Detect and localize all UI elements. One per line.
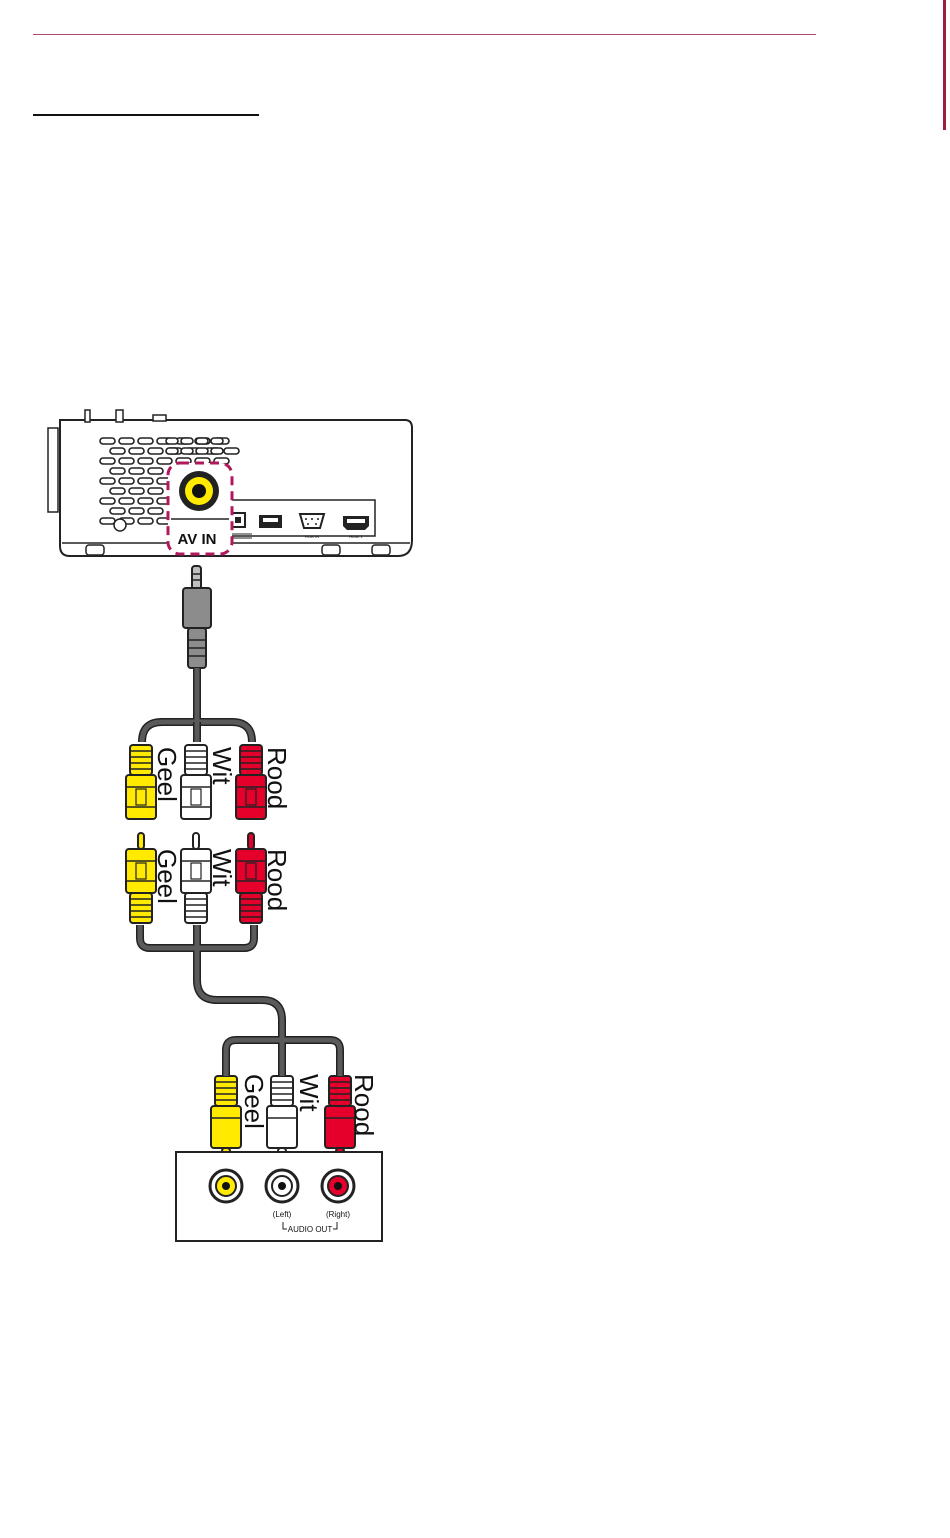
left-label: (Left)	[273, 1210, 292, 1219]
yellow-label-middle: Geel	[152, 849, 182, 904]
vent-hole	[138, 478, 153, 484]
vent-hole	[138, 458, 153, 464]
vent-hole	[148, 448, 163, 454]
vent-hole	[148, 508, 163, 514]
vent-hole	[138, 438, 153, 444]
white-label-middle: Wit	[207, 849, 237, 887]
vent-hole	[119, 458, 134, 464]
av-in-label: AV IN	[178, 531, 217, 548]
rca-plug-white	[181, 745, 211, 819]
rca-plug-red	[236, 833, 266, 923]
rca-plug-yellow	[126, 745, 156, 819]
vent-hole	[196, 438, 208, 444]
rca-plug-red	[236, 745, 266, 819]
vent-hole	[224, 448, 239, 454]
audio-out-label: AUDIO OUT	[288, 1225, 333, 1234]
vent-hole	[100, 518, 115, 524]
vent-hole	[129, 448, 144, 454]
av-device-panel: (Left) (Right) AUDIO OUT	[176, 1152, 382, 1241]
vent-hole	[100, 438, 115, 444]
yellow-label-lower: Geel	[239, 1074, 269, 1129]
red-label-middle: Rood	[262, 849, 292, 911]
vent-hole	[100, 458, 115, 464]
vent-hole	[100, 498, 115, 504]
vent-hole	[211, 438, 223, 444]
vent-hole	[100, 478, 115, 484]
right-label: (Right)	[326, 1210, 350, 1219]
vent-hole	[157, 458, 172, 464]
vent-hole	[119, 438, 134, 444]
vent-hole	[129, 468, 144, 474]
rca-plug-yellow	[126, 833, 156, 923]
vent-hole	[119, 498, 134, 504]
vent-hole	[110, 488, 125, 494]
vent-hole	[119, 478, 134, 484]
vent-hole	[181, 448, 193, 454]
red-label-upper: Rood	[262, 747, 292, 809]
white-label-lower: Wit	[294, 1074, 324, 1112]
lower-plug-labels: Geel Wit Rood	[239, 1074, 379, 1136]
vent-hole	[129, 488, 144, 494]
av-minijack-plug	[183, 566, 211, 668]
red-label-lower: Rood	[349, 1074, 379, 1136]
vent-hole	[129, 508, 144, 514]
rgb-in-port-label: RGB IN	[305, 534, 319, 539]
vent-hole	[166, 438, 178, 444]
white-label-upper: Wit	[207, 747, 237, 785]
vent-hole	[148, 488, 163, 494]
upper-rca-plugs	[126, 745, 266, 819]
vent-hole	[211, 448, 223, 454]
rca-plug-white	[181, 833, 211, 923]
vent-hole	[148, 468, 163, 474]
vent-hole	[110, 448, 125, 454]
vent-hole	[166, 448, 178, 454]
vent-hole	[181, 438, 193, 444]
middle-rca-plugs	[126, 833, 266, 923]
vent-hole	[196, 448, 208, 454]
upper-plug-labels: Geel Wit Rood	[152, 747, 292, 809]
vent-hole	[138, 518, 153, 524]
vent-hole	[138, 498, 153, 504]
yellow-label-upper: Geel	[152, 747, 182, 802]
vent-hole	[110, 468, 125, 474]
middle-plug-labels: Geel Wit Rood	[152, 849, 292, 911]
vent-hole	[110, 508, 125, 514]
hdmi-port-label: HDMI 1	[349, 534, 363, 539]
